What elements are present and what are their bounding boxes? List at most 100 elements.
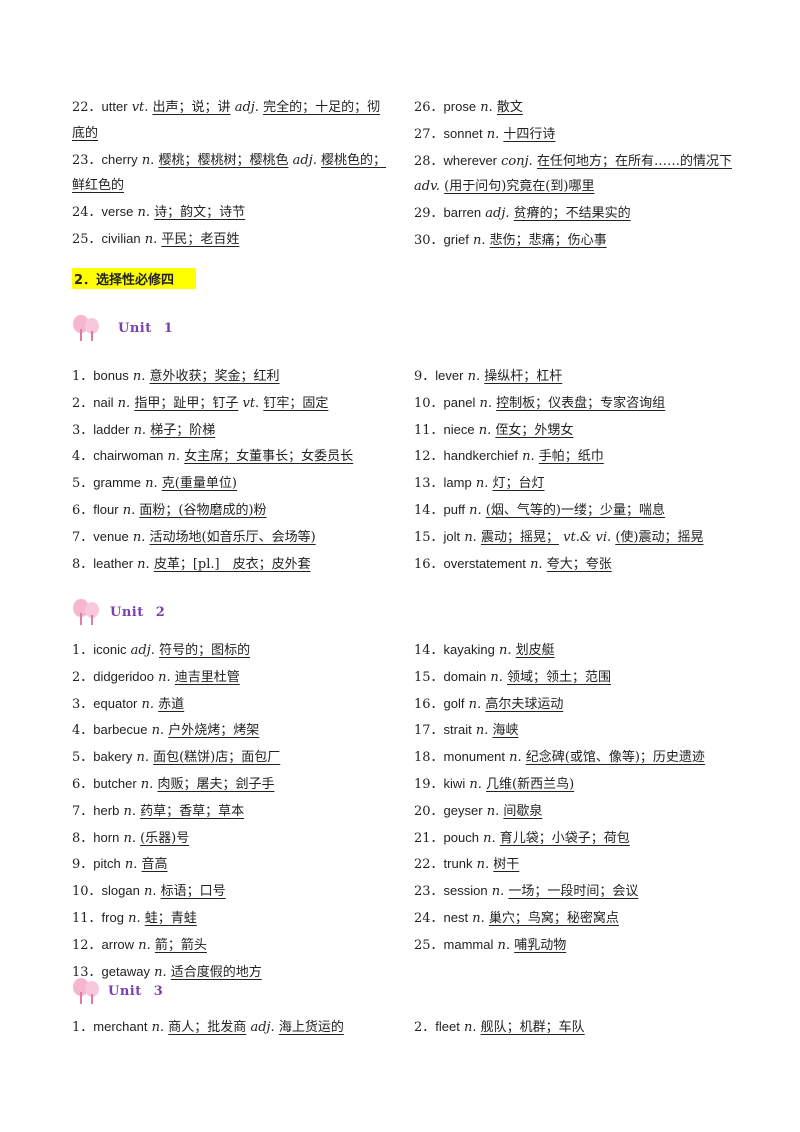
entry-word: barbecue <box>93 722 148 738</box>
entry-word: cherry <box>101 151 138 167</box>
entry-number: 2． <box>72 395 94 411</box>
entry-number: 25． <box>72 231 102 247</box>
entry-meaning: 划皮艇 <box>515 643 555 658</box>
entry-meaning: 适合度假的地方 <box>170 964 262 980</box>
entry-number: 8． <box>72 556 94 572</box>
vocab-entry: 15．jolt n. 震动；摇晃； vt.& vi. (使)震动；摇晃 <box>414 524 744 551</box>
entry-meaning: 一场；一段时间；会议 <box>508 884 639 900</box>
entry-meaning: 钉牢；固定 <box>263 395 329 411</box>
entry-number: 3． <box>72 696 94 712</box>
entry-meaning: (烟、气等的)一缕；少量；喘息 <box>485 502 665 518</box>
entry-word: ladder <box>93 421 130 437</box>
vocab-entry: 21．pouch n. 育儿袋；小袋子；荷包 <box>414 825 744 852</box>
entry-meaning: 出声；说；讲 <box>152 100 231 115</box>
entry-meaning: 操纵杆；杠杆 <box>484 369 563 384</box>
vocab-entry: 9．lever n. 操纵杆；杠杆 <box>414 363 744 390</box>
part-of-speech: n. <box>483 830 496 846</box>
vocab-entry: 6．flour n. 面粉；(谷物磨成的)粉 <box>72 497 390 524</box>
entry-number: 11． <box>414 422 444 438</box>
entry-number: 7． <box>72 529 94 545</box>
entry-number: 6． <box>72 502 94 518</box>
vocab-entry: 11．niece n. 侄女；外甥女 <box>414 417 744 444</box>
entry-word: slogan <box>101 883 140 899</box>
entry-number: 7． <box>72 803 94 819</box>
part-of-speech: n. <box>141 152 155 168</box>
entry-word: jolt <box>443 528 461 544</box>
vocab-entry: 14．kayaking n. 划皮艇 <box>414 637 744 664</box>
entry-meaning: 夸大；夸张 <box>546 556 612 572</box>
vocab-entry: 4．chairwoman n. 女主席；女董事长；女委员长 <box>72 443 390 470</box>
part-of-speech: n. <box>472 910 485 926</box>
entry-meaning: 侄女；外甥女 <box>495 422 574 438</box>
part-of-speech: n. <box>472 232 486 248</box>
entry-word: niece <box>443 421 475 437</box>
entry-word: lever <box>435 368 464 383</box>
entry-meaning: 灯；台灯 <box>492 476 545 492</box>
entry-number: 14． <box>414 502 444 518</box>
vocab-entry: 7．venue n. 活动场地(如音乐厅、会场等) <box>72 524 390 551</box>
entry-meaning: 肉贩；屠夫；刽子手 <box>157 776 275 792</box>
vocab-entry: 20．geyser n. 间歇泉 <box>414 798 744 825</box>
entry-number: 25． <box>414 937 444 953</box>
entry-meaning: 蛙；青蛙 <box>144 910 197 926</box>
entry-word: fleet <box>435 1019 460 1034</box>
entry-meaning: 高尔夫球运动 <box>485 696 564 712</box>
entry-word: verse <box>101 204 134 220</box>
entry-number: 23． <box>72 152 102 168</box>
entry-word: didgeridoo <box>93 668 154 684</box>
part-of-speech: n. <box>490 669 503 685</box>
entry-number: 9． <box>72 857 94 873</box>
entry-word: bonus <box>93 368 129 383</box>
part-of-speech: n. <box>491 884 505 900</box>
part-of-speech: n. <box>132 369 146 384</box>
vocab-entry: 10．slogan n. 标语；口号 <box>72 878 390 905</box>
entry-meaning: 舰队；机群；车队 <box>480 1020 585 1035</box>
entry-number: 11． <box>72 910 102 926</box>
entry-meaning: 诗；韵文；诗节 <box>154 205 246 221</box>
vocab-entry: 7．herb n. 药草；香草；草本 <box>72 798 390 825</box>
entry-number: 24． <box>414 910 444 926</box>
entry-word: civilian <box>101 230 141 246</box>
entry-meaning: 控制板；仪表盘；专家咨询组 <box>496 395 666 411</box>
vocab-entry: 4．barbecue n. 户外烧烤；烤架 <box>72 717 390 744</box>
vocab-entry: 3．equator n. 赤道 <box>72 691 390 718</box>
vocab-entry: 16．golf n. 高尔夫球运动 <box>414 691 744 718</box>
part-of-speech: vt. <box>242 395 260 411</box>
part-of-speech: n. <box>475 723 489 739</box>
entry-meaning: 育儿袋；小袋子；荷包 <box>499 830 630 846</box>
part-of-speech: n. <box>486 126 500 142</box>
entry-number: 3． <box>72 422 94 438</box>
entry-word: utter <box>101 99 128 114</box>
vocab-entry: 8．horn n. (乐器)号 <box>72 825 390 852</box>
part-of-speech: n. <box>469 502 482 518</box>
entry-word: wherever <box>443 152 498 168</box>
entry-number: 1． <box>72 643 94 658</box>
entry-word: horn <box>93 829 120 845</box>
entry-word: venue <box>93 528 129 544</box>
entry-number: 13． <box>414 476 444 492</box>
entry-meaning: (用于问句)究竟在(到)哪里 <box>444 179 595 195</box>
entry-meaning: 贫瘠的；不结果实的 <box>513 206 631 222</box>
entry-word: session <box>443 883 488 899</box>
entry-meaning: 赤道 <box>158 696 185 712</box>
entry-word: butcher <box>93 775 137 791</box>
entry-meaning: 哺乳动物 <box>514 937 567 953</box>
entry-number: 15． <box>414 529 444 545</box>
entry-meaning: 树干 <box>493 857 520 873</box>
entry-word: nail <box>93 394 114 410</box>
vocab-entry: 9．pitch n. 音高 <box>72 851 390 878</box>
entry-number: 21． <box>414 830 444 846</box>
part-of-speech: n. <box>467 369 481 384</box>
entry-number: 2． <box>72 669 94 685</box>
entry-word: sonnet <box>443 125 483 141</box>
vocab-entry: 24．nest n. 巢穴；鸟窝；秘密窝点 <box>414 905 744 932</box>
vocab-entry: 28．wherever conj. 在任何地方；在所有……的情况下 adv. (… <box>414 148 744 201</box>
entry-meaning: 十四行诗 <box>503 126 556 142</box>
entry-word: nest <box>443 909 469 925</box>
